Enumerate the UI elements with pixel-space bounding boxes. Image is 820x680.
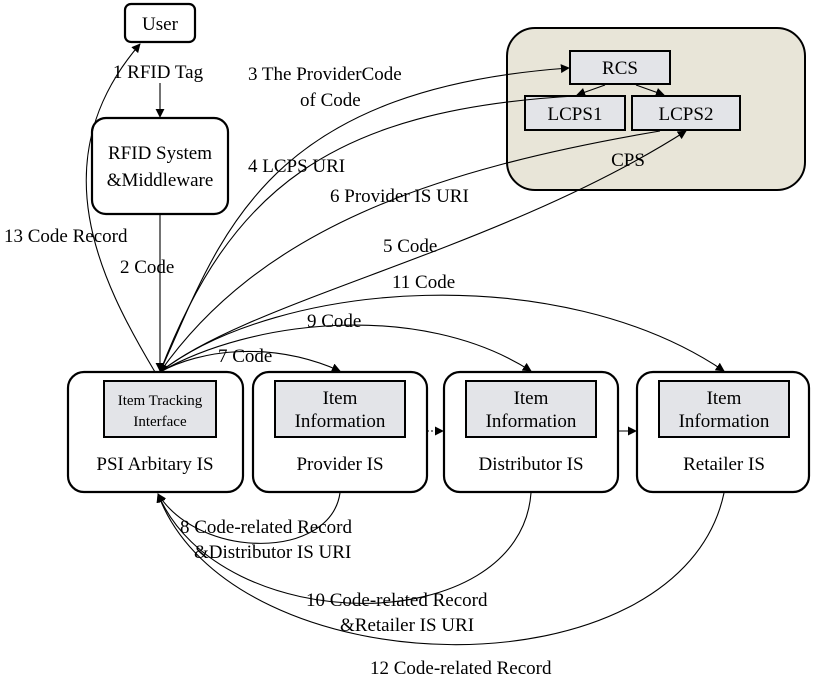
flow-5-label: 5 Code [383,236,437,257]
flow-9-label: 9 Code [307,311,361,332]
rfid-system-box [90,116,230,216]
psi-arbitary-is-node: Item Tracking Interface PSI Arbitary IS [66,370,245,494]
flow-3-label-line1: 3 The ProviderCode [248,64,402,85]
flow-11-code-arrow [159,294,725,373]
distributor-item-info-line1: Item [514,388,549,409]
item-tracking-label-line1: Item Tracking [118,393,203,409]
distributor-is-node: Item Information Distributor IS [442,370,620,494]
psi-arbitary-is-label: PSI Arbitary IS [96,454,213,475]
user-node: User [123,2,197,44]
flow-13-code-record-arrow [85,43,156,373]
lcps1-label: LCPS1 [548,104,603,125]
lcps2-box [631,95,741,131]
rfid-system-label-line1: RFID System [108,143,212,164]
user-box [123,2,197,44]
flow-8-label-line1: 8 Code-related Record [180,517,352,538]
retailer-item-info-line2: Information [679,411,770,432]
retailer-item-info-box [658,380,790,438]
rcs-label: RCS [602,58,638,79]
rcs-lcps1-link [576,84,606,97]
item-tracking-label-line2: Interface [133,414,187,430]
retailer-is-node: Item Information Retailer IS [635,370,811,494]
flow-4-label: 4 LCPS URI [248,156,345,177]
flow-12-code-related-arrow [156,492,725,646]
provider-item-info-line2: Information [295,411,386,432]
distributor-item-info-line2: Information [486,411,577,432]
flow-9-code-arrow [159,324,532,373]
distributor-is-label: Distributor IS [478,454,583,475]
retailer-is-label: Retailer IS [683,454,765,475]
flow-7-label: 7 Code [218,346,272,367]
flow-8-code-related-arrow [157,492,341,544]
provider-is-node: Item Information Provider IS [251,370,429,494]
rcs-box [569,50,671,85]
flow-13-label: 13 Code Record [4,226,128,247]
flow-6-label: 6 Provider IS URI [330,186,469,207]
retailer-item-info-line1: Item [707,388,742,409]
flow-11-label: 11 Code [392,272,455,293]
provider-item-info-box [274,380,406,438]
flow-10-code-related-arrow [157,492,532,604]
item-tracking-interface-box [103,380,217,438]
flow-8-label-line2: &Distributor IS URI [194,542,351,563]
flow-4-lcps-uri-arrow [158,95,576,373]
lcps2-label: LCPS2 [659,104,714,125]
flow-2-label: 2 Code [120,257,174,278]
provider-is-label: Provider IS [296,454,383,475]
flow-1-label: 1 RFID Tag [113,62,204,83]
rfid-system-label-line2: &Middleware [107,170,214,191]
flow-10-label-line1: 10 Code-related Record [306,590,488,611]
distributor-item-info-box [465,380,597,438]
flow-6-provider-uri-arrow [159,130,661,373]
flow-10-label-line2: &Retailer IS URI [340,615,474,636]
cps-group: RCS LCPS1 LCPS2 CPS [506,27,806,191]
flow-3-label-line2: of Code [300,90,361,111]
provider-item-info-line1: Item [323,388,358,409]
rcs-lcps2-link [635,84,665,97]
user-label: User [142,14,179,35]
rfid-system-node: RFID System &Middleware [90,116,230,216]
flow-7-code-arrow [159,350,341,373]
cps-label: CPS [611,150,645,171]
flow-12-label: 12 Code-related Record [370,658,552,679]
